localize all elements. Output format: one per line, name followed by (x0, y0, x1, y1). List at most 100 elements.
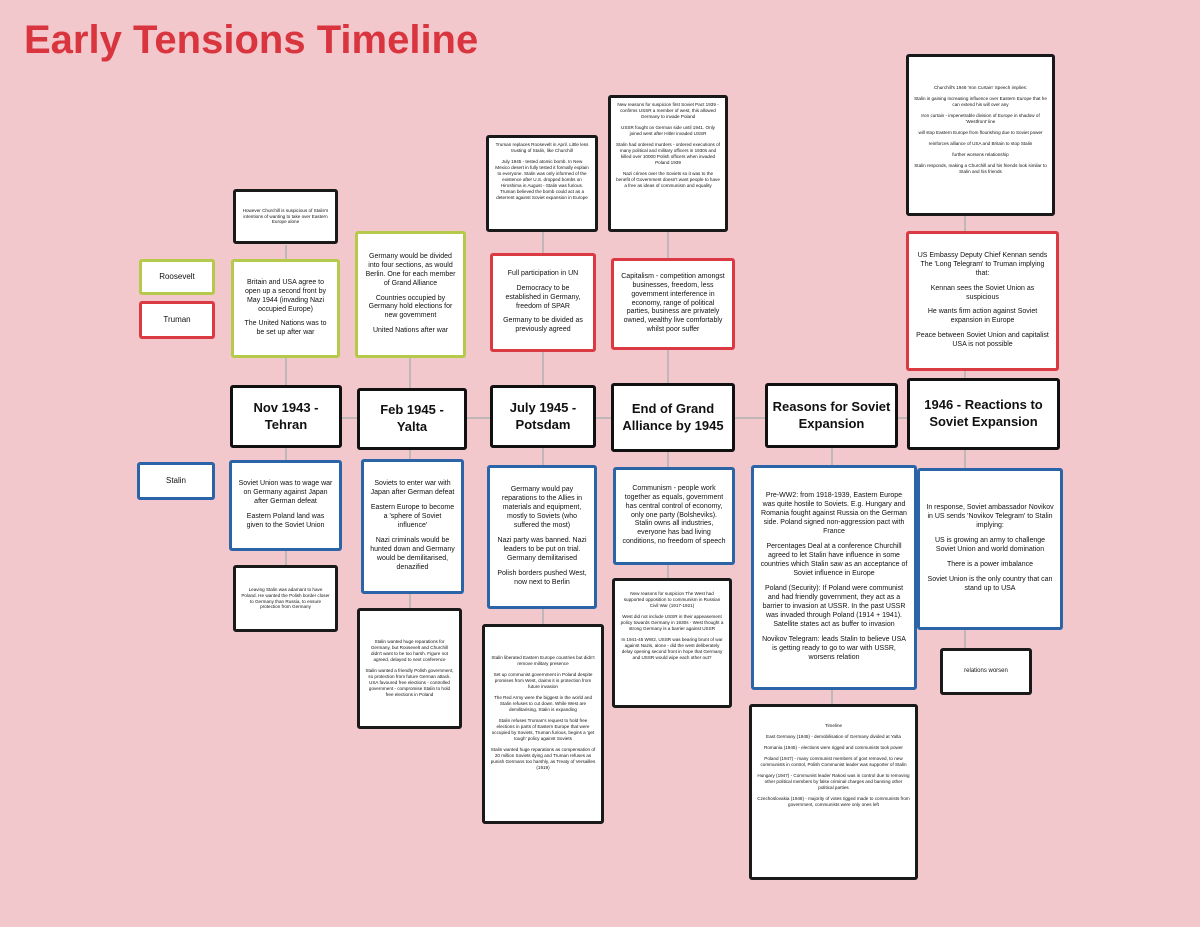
yalta-stalin-point-1: Soviets to enter war with Japan after Ge… (370, 480, 455, 497)
reasons-stalin-box: Pre-WW2: from 1918-1939, Eastern Europe … (751, 465, 917, 690)
potsdam-truman-point-2: Democracy to be established in Germany, … (505, 284, 581, 310)
page-title: Early Tensions Timeline (24, 18, 479, 62)
potsdam-note-point-1: Stalin liberated Eastern Europe countrie… (491, 655, 595, 666)
reactions-truman-box: US Embassy Deputy Chief Kennan sends The… (906, 231, 1059, 371)
end-note-point-1: New reasons for suspicion The West had s… (623, 591, 721, 608)
reasons-note-bottom: Timeline East Germany (1945) - demobilis… (749, 704, 918, 880)
potsdam-stalin-point-1: Germany would pay reparations to the All… (501, 486, 583, 530)
capitalism-text: Capitalism - competition amongst busines… (621, 272, 725, 334)
potsdam-stalin-point-2: Nazi party was banned. Nazi leaders to b… (497, 537, 587, 562)
yalta-stalin-point-2: Eastern Europe to become a 'sphere of So… (370, 504, 455, 530)
novikov-point-2: US is growing an army to challenge Sovie… (934, 537, 1046, 553)
tehran-stalin-point-2: Eastern Poland land was given to the Sov… (246, 512, 325, 529)
reactions-note-top: Churchill's 1946 'Iron Curtain' Speech i… (906, 54, 1055, 216)
yalta-note-point-2: Stalin wanted a friendly Polish governme… (365, 668, 454, 697)
iron-curtain-point-6: further worsens relationship (952, 151, 1009, 157)
iron-curtain-point-2: Stalin is gaining increasing influence o… (914, 95, 1047, 107)
end-note-top-point-1: New reasons for suspicion first Soviet P… (617, 102, 719, 119)
iron-curtain-point-3: Iron curtain - impenetrable division of … (921, 112, 1040, 124)
relations-worsen-text: relations worsen (964, 667, 1008, 674)
timeline-point-1: East Germany (1945) - demobilisation of … (766, 733, 901, 739)
end-alliance-note-bottom: New reasons for suspicion The West had s… (612, 578, 732, 708)
reactions-stalin-box: In response, Soviet ambassador Novikov i… (917, 468, 1063, 630)
long-telegram-point-1: US Embassy Deputy Chief Kennan sends The… (917, 251, 1048, 277)
note-text: However Churchill is suspicious of Stali… (242, 207, 329, 225)
potsdam-truman-point-1: Full participation in UN (507, 269, 579, 277)
potsdam-truman-box: Full participation in UN Democracy to be… (490, 253, 596, 352)
heading-yalta: Feb 1945 - Yalta (357, 388, 467, 450)
yalta-roosevelt-point-2: Countries occupied by Germany hold elect… (368, 294, 453, 320)
potsdam-note-point-4: Stalin refuses Truman's request to hold … (491, 717, 595, 741)
timeline-heading: Timeline (824, 723, 843, 728)
legend-truman: Truman (139, 301, 215, 339)
potsdam-note-top: Truman replaces Roosevelt in April. Litt… (486, 135, 598, 232)
reasons-point-1: Pre-WW2: from 1918-1939, Eastern Europe … (761, 492, 907, 536)
legend-roosevelt: Roosevelt (139, 259, 215, 295)
timeline-point-5: Czechoslovakia (1948) - majority of vote… (757, 795, 910, 807)
heading-text: Reasons for Soviet Expansion (772, 398, 891, 431)
heading-text: 1946 - Reactions to Soviet Expansion (924, 397, 1043, 429)
yalta-stalin-point-3: Nazi criminals would be hunted down and … (370, 536, 455, 571)
tehran-note-top: However Churchill is suspicious of Stali… (233, 189, 338, 244)
heading-text: July 1945 - Potsdam (509, 399, 577, 432)
end-alliance-communism-box: Communism - people work together as equa… (613, 467, 735, 565)
heading-text: End of Grand Alliance by 1945 (622, 400, 724, 433)
heading-end-alliance: End of Grand Alliance by 1945 (611, 383, 735, 452)
note-text: Leaving Stalin was adamant to have Polan… (241, 586, 330, 610)
heading-reactions: 1946 - Reactions to Soviet Expansion (907, 378, 1060, 450)
end-note-top-point-4: Nazi crimes over the Soviets so it was t… (616, 170, 720, 188)
yalta-roosevelt-point-3: United Nations after war (372, 327, 449, 335)
potsdam-note-bottom: Stalin liberated Eastern Europe countrie… (482, 624, 604, 824)
end-alliance-capitalism-box: Capitalism - competition amongst busines… (611, 258, 735, 350)
iron-curtain-point-4: will stop Eastern Europe from flourishin… (918, 129, 1043, 135)
yalta-roosevelt-point-1: Germany would be divided into four secti… (365, 252, 456, 287)
yalta-stalin-box: Soviets to enter war with Japan after Ge… (361, 459, 464, 594)
end-alliance-note-top: New reasons for suspicion first Soviet P… (608, 95, 728, 232)
reasons-point-2: Percentages Deal at a conference Churchi… (760, 543, 908, 578)
heading-potsdam: July 1945 - Potsdam (490, 385, 596, 448)
tehran-roosevelt-point-2: The United Nations was to be set up afte… (244, 320, 327, 337)
potsdam-note-point-5: Stalin wanted huge reparations as compen… (490, 746, 596, 770)
potsdam-note-top-point-2: July 1945 - tested atomic bomb. In New M… (495, 158, 589, 200)
heading-tehran: Nov 1943 - Tehran (230, 385, 342, 448)
novikov-point-4: Soviet Union is the only country that ca… (927, 575, 1053, 592)
legend-label: Roosevelt (159, 271, 195, 281)
timeline-point-4: Hungary (1947) - Communist leader Rakosi… (757, 772, 910, 790)
long-telegram-point-2: Kennan sees the Soviet Union as suspicio… (930, 284, 1035, 301)
yalta-note-point-1: Stalin wanted huge reparations for Germa… (370, 639, 449, 663)
end-note-point-2: West did not include USSR in their appea… (620, 613, 724, 631)
heading-text: Feb 1945 - Yalta (380, 402, 444, 434)
legend-stalin: Stalin (137, 462, 215, 500)
communism-text: Communism - people work together as equa… (622, 484, 726, 546)
potsdam-stalin-point-3: Polish borders pushed West, now next to … (497, 569, 587, 586)
yalta-note-bottom: Stalin wanted huge reparations for Germa… (357, 608, 462, 729)
tehran-roosevelt-box: Britain and USA agree to open up a secon… (231, 259, 340, 358)
tehran-stalin-box: Soviet Union was to wage war on Germany … (229, 460, 342, 551)
end-note-point-3: In 1941-45 WW2, USSR was bearing brunt o… (621, 636, 723, 660)
reasons-point-3: Poland (Security): If Poland were commun… (762, 584, 906, 628)
potsdam-truman-point-3: Germany to be divided as previously agre… (503, 317, 583, 334)
iron-curtain-point-7: Stalin responds, making a Churchill and … (914, 162, 1047, 174)
legend-label: Stalin (165, 475, 186, 485)
long-telegram-point-4: Peace between Soviet Union and capitalis… (916, 332, 1049, 349)
novikov-point-1: In response, Soviet ambassador Novikov i… (926, 504, 1054, 530)
novikov-point-3: There is a power imbalance (947, 560, 1033, 568)
tehran-roosevelt-point-1: Britain and USA agree to open up a secon… (245, 278, 326, 313)
long-telegram-point-3: He wants firm action against Soviet expa… (927, 308, 1038, 325)
tehran-stalin-point-1: Soviet Union was to wage war on Germany … (238, 480, 333, 506)
reasons-point-4: Novikov Telegram: leads Stalin to believ… (762, 635, 906, 661)
heading-text: Nov 1943 - Tehran (253, 399, 319, 432)
timeline-point-3: Poland (1947) - many communist members o… (760, 755, 907, 767)
potsdam-note-top-point-1: Truman replaces Roosevelt in April. Litt… (495, 142, 589, 153)
potsdam-note-point-2: Set up communist government in Poland de… (493, 671, 593, 689)
iron-curtain-point-5: reinforces alliance of USA and Britain t… (928, 140, 1033, 146)
tehran-note-bottom: Leaving Stalin was adamant to have Polan… (233, 565, 338, 632)
potsdam-note-point-3: The Red Army were the biggest in the wor… (493, 694, 593, 712)
heading-reasons: Reasons for Soviet Expansion (765, 383, 898, 448)
yalta-roosevelt-box: Germany would be divided into four secti… (355, 231, 466, 358)
legend-label: Truman (163, 314, 191, 324)
end-note-top-point-3: Stalin had ordered murders - ordered exe… (616, 141, 720, 165)
potsdam-stalin-box: Germany would pay reparations to the All… (487, 465, 597, 609)
timeline-point-2: Romania (1945) - elections were rigged a… (764, 744, 903, 750)
end-note-top-point-2: USSR fought on German side until 1941. O… (621, 124, 715, 136)
